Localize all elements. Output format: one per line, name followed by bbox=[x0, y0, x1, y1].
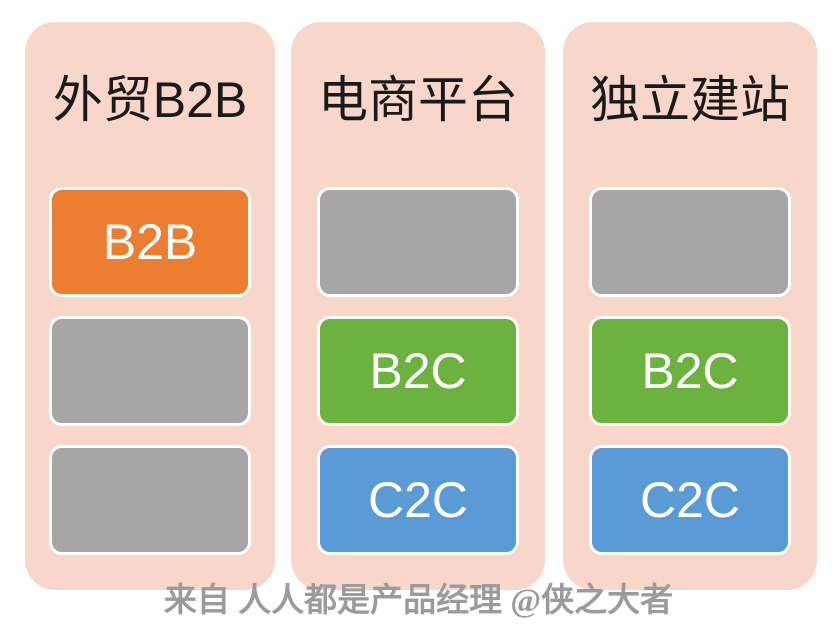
column-title: 外贸B2B bbox=[52, 72, 248, 128]
box-c2c: C2C bbox=[317, 445, 519, 555]
column-ecommerce-platform: 电商平台 B2C C2C bbox=[291, 22, 545, 590]
box-empty bbox=[317, 187, 519, 297]
box-empty bbox=[589, 187, 791, 297]
column-title: 电商平台 bbox=[318, 72, 518, 128]
box-empty bbox=[49, 445, 251, 555]
box-label: B2C bbox=[369, 343, 467, 399]
box-list: B2C C2C bbox=[589, 187, 791, 555]
box-label: B2B bbox=[102, 214, 198, 270]
column-foreign-trade-b2b: 外贸B2B B2B bbox=[25, 22, 275, 590]
box-empty bbox=[49, 316, 251, 426]
box-c2c: C2C bbox=[589, 445, 791, 555]
box-b2b: B2B bbox=[49, 187, 251, 297]
column-independent-site: 独立建站 B2C C2C bbox=[563, 22, 817, 590]
box-label: C2C bbox=[367, 472, 469, 528]
box-list: B2C C2C bbox=[317, 187, 519, 555]
box-b2c: B2C bbox=[589, 316, 791, 426]
box-label: B2C bbox=[641, 343, 739, 399]
box-list: B2B bbox=[49, 187, 251, 555]
watermark-text: 来自 人人都是产品经理 @侠之大者 bbox=[163, 583, 674, 619]
box-b2c: B2C bbox=[317, 316, 519, 426]
box-label: C2C bbox=[639, 472, 741, 528]
column-title: 独立建站 bbox=[590, 72, 790, 128]
